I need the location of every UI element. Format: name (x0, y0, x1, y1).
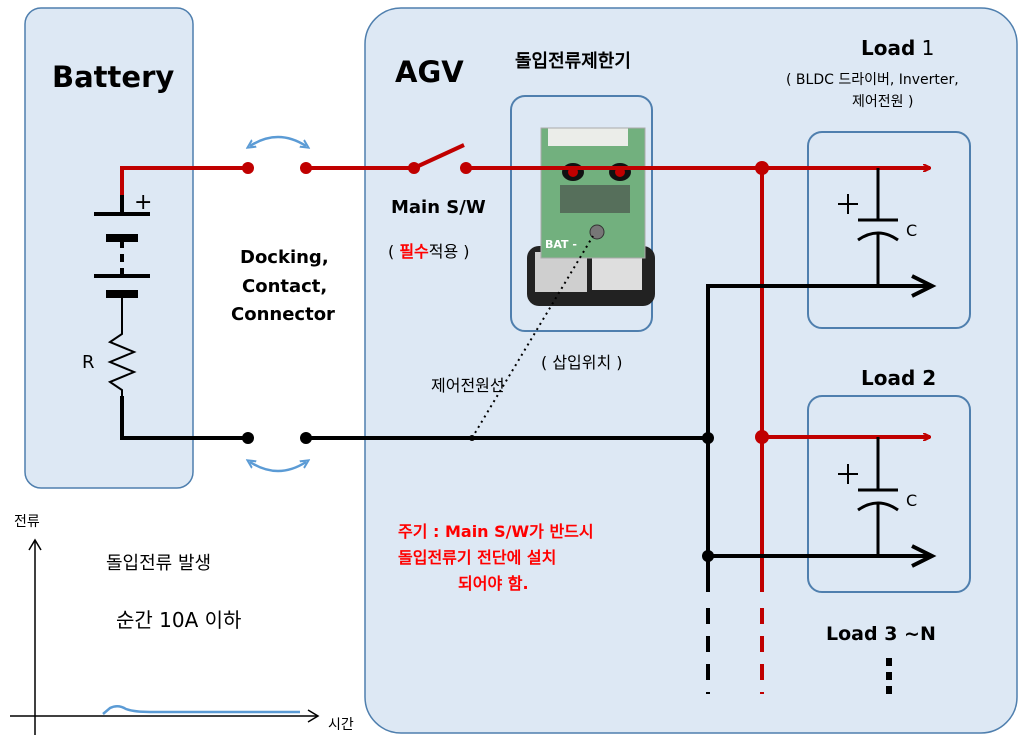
negative-wire (120, 284, 930, 694)
load3-ellipsis (886, 658, 892, 694)
load1-box (807, 131, 971, 329)
switch (413, 143, 465, 170)
docking-label-2: Contact, (242, 276, 328, 297)
graph-y-label: 전류 (14, 514, 40, 530)
docking-arrow-top (250, 135, 306, 146)
load2-box (807, 395, 971, 593)
load2-capacitor-label: C (906, 491, 918, 510)
load1-title-number: 1 (915, 36, 935, 60)
load2-title: Load 2 (861, 366, 937, 390)
load1-title: Load 1 (861, 36, 934, 60)
docking-label-3: Connector (231, 304, 335, 325)
note-line-1: 주기 : Main S/W가 반드시 (398, 522, 594, 541)
battery-title: Battery (52, 60, 175, 94)
note-line-3: 되어야 함. (458, 574, 529, 593)
main-switch-note-open: ( (388, 242, 400, 261)
graph-text-2: 순간 10A 이하 (116, 608, 242, 632)
graph-axes (10, 538, 320, 735)
battery-symbol (94, 195, 150, 326)
resistor-label: R (82, 352, 95, 373)
control-wire-label: 제어전원선 (431, 376, 505, 395)
positive-wire (120, 168, 930, 694)
load1-title-word: Load (861, 36, 916, 60)
battery-plus-label: + (134, 190, 153, 215)
main-switch-label: Main S/W (391, 197, 486, 218)
main-switch-note: ( 필수적용 ) (388, 238, 470, 262)
limiter-device-image (527, 127, 655, 306)
load3-title: Load 3 ~N (826, 623, 936, 645)
load1-capacitor (838, 168, 899, 286)
load1-desc-1: ( BLDC 드라이버, Inverter, (786, 72, 959, 88)
battery-box (24, 7, 194, 489)
docking-label-1: Docking, (240, 247, 329, 268)
black-arrowheads (911, 274, 937, 568)
graph-x-label: 시간 (328, 717, 354, 733)
load2-capacitor (838, 437, 899, 556)
black-nodes (242, 432, 714, 562)
limiter-position-label: ( 삽입위치 ) (541, 353, 623, 372)
load1-capacitor-label: C (906, 221, 918, 240)
note-line-2: 돌입전류기 전단에 설치 (398, 548, 557, 567)
red-nodes (242, 161, 769, 444)
graph-text-1: 돌입전류 발생 (106, 553, 212, 574)
agv-title: AGV (395, 55, 464, 89)
limiter-title: 돌입전류제한기 (515, 51, 631, 72)
docking-arrow-bottom (250, 462, 306, 473)
load1-desc-2: 제어전원 ) (852, 94, 914, 110)
main-switch-note-required: 필수 (399, 242, 429, 261)
limiter-device-label: BAT - (545, 238, 577, 251)
main-switch-note-rest: 적용 ) (428, 242, 470, 261)
current-curve (102, 705, 300, 715)
resistor-symbol (107, 326, 137, 396)
